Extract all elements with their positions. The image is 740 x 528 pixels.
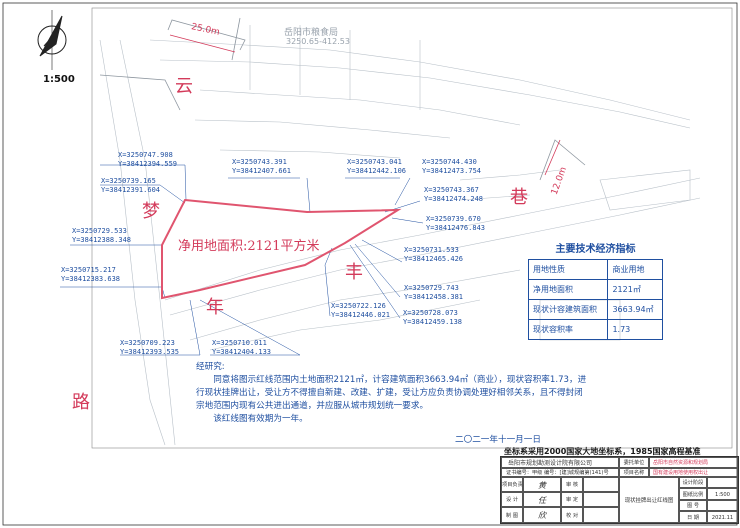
notes-title: 经研究: [196,362,225,372]
review-notes: 经研究: 同意将图示红线范围内土地面积2121㎡，计容建筑面积3663.94㎡（… [196,361,588,426]
project-label: 项目名称 [619,468,649,477]
building-code: 3250.65-412.53 [286,37,350,46]
commission-label: 委托单位 [619,457,649,468]
road-char-meng: 梦 [142,201,160,222]
table-row: 现状计容建筑面积 3663.94㎡ [527,299,663,320]
table-row: 用地性质 商业用地 [527,259,663,280]
signature-box [583,477,619,492]
indicator-value: 1.73 [607,319,663,340]
table-row: 净用地面积 2121㎡ [527,279,663,300]
row-label: 项目负责 [501,477,523,492]
row-label: 审 定 [561,492,583,507]
issue-date: 二〇二一年十一月一日 [455,435,541,445]
scale-label: 1:500 [43,74,75,85]
indicator-label: 现状容积率 [527,319,609,340]
right-value [707,500,738,511]
indicator-value: 2121㎡ [607,279,663,300]
net-area-label: 净用地面积:2121平方米 [178,239,320,254]
road-char-yun: 云 [175,76,193,97]
parcel-boundary [161,198,402,300]
indicator-label: 用地性质 [527,259,609,280]
right-label: 日 期 [679,511,707,523]
right-label: 图纸比例 [679,488,707,500]
indicator-label: 现状计容建筑面积 [527,299,609,320]
right-label: 图 号 [679,500,707,511]
company-name: 岳阳市规划勘测设计院有限公司 [501,457,619,468]
technical-indicators: 主要技术经济指标 用地性质 商业用地 净用地面积 2121㎡ 现状计容建筑面积 … [527,240,663,340]
row-label: 校 对 [561,507,583,523]
indicator-value: 3663.94㎡ [607,299,663,320]
road-char-xiang: 巷 [510,187,528,208]
north-arrow-icon [37,10,67,70]
right-value: 2021.11 [707,511,738,523]
right-value [707,477,738,488]
title-block: 岳阳市规划勘测设计院有限公司 证书编号：甲级 编号：[建]城规编第(141)号 … [500,456,739,524]
cert-number: 证书编号：甲级 编号：[建]城规编第(141)号 [501,468,619,477]
indicators-table: 用地性质 商业用地 净用地面积 2121㎡ 现状计容建筑面积 3663.94㎡ … [527,259,663,340]
right-label: 设计阶段 [679,477,707,488]
road-char-lu: 路 [72,392,90,413]
right-value: 1:500 [707,488,738,500]
signature: 欣 [523,507,561,523]
row-label: 制 图 [501,507,523,523]
road-char-feng: 丰 [345,262,363,283]
signature: 黄 [523,477,561,492]
indicators-title: 主要技术经济指标 [555,244,636,255]
building-name: 岳阳市粮食局 [284,28,339,38]
indicator-label: 净用地面积 [527,279,609,300]
notes-validity: 该红线图有效期为一年。 [213,414,308,424]
notes-paragraph: 同意将图示红线范围内土地面积2121㎡，计容建筑面积3663.94㎡（商业），现… [196,375,587,411]
indicator-value: 商业用地 [607,259,663,280]
signature-box [583,492,619,507]
project-value: 国有建设用地使用权出让 [649,468,738,477]
signature-box [583,507,619,523]
signature: 任 [523,492,561,507]
row-label: 设 计 [501,492,523,507]
drawing-name: 现状挂牌出让红线图 [619,477,679,523]
row-label: 审 核 [561,477,583,492]
table-row: 现状容积率 1.73 [527,319,663,340]
road-char-nian: 年 [206,297,224,318]
commission-value: 岳阳市自然资源和规划局 [649,457,738,468]
coordinate-system-note: 坐标系采用2000国家大地坐标系，1985国家高程基准 [504,447,701,456]
